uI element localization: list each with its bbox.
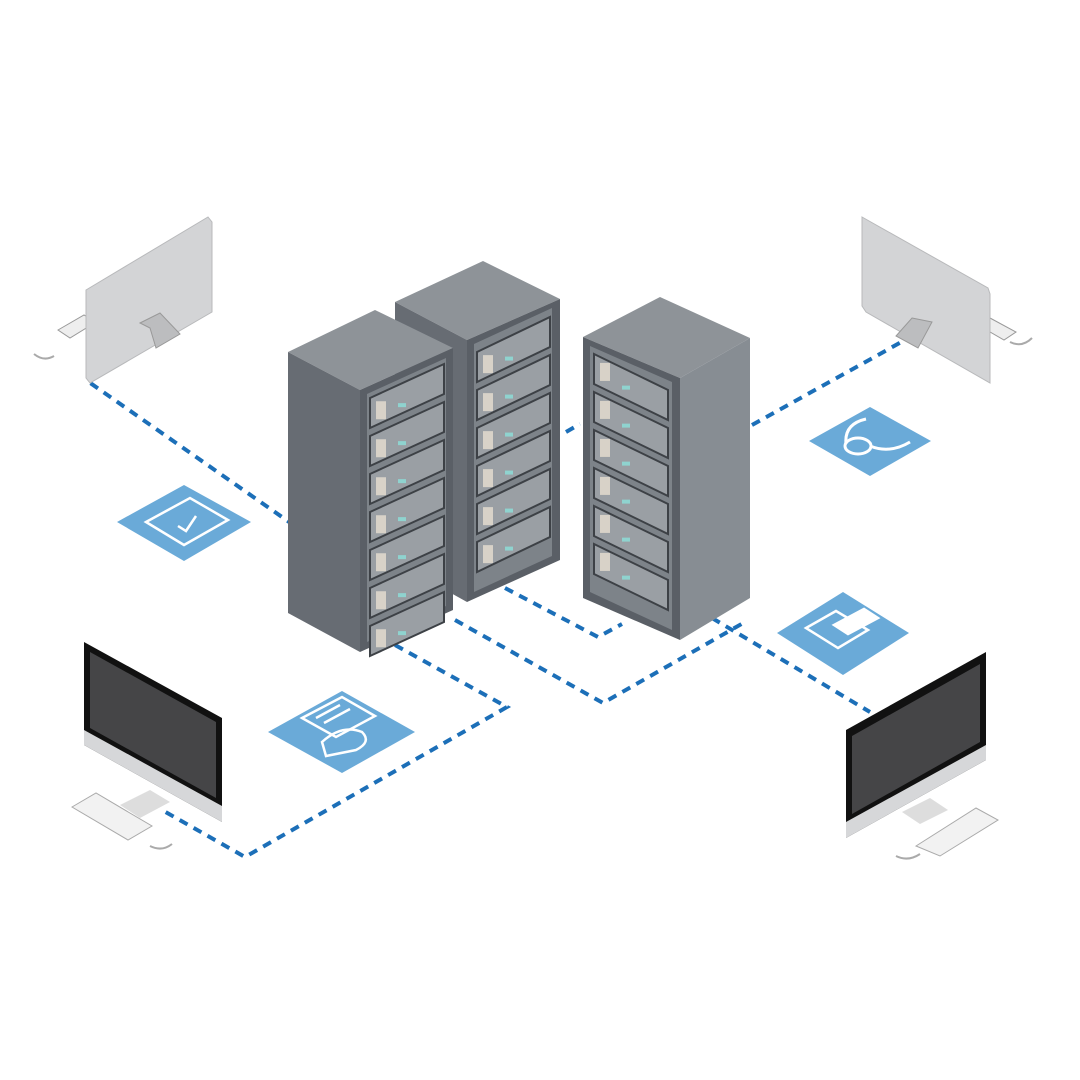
keypad-icon [600,438,610,457]
server-unit [369,476,445,544]
server-unit [593,352,669,422]
status-led [398,631,406,636]
keypad-icon [483,431,493,450]
keypad-icon [600,552,610,571]
status-led [398,593,406,598]
keypad-icon [376,591,386,610]
link-top-right [751,338,906,427]
server-unit [593,428,669,498]
monitor-top-right [861,216,1033,384]
server-unit [593,390,669,460]
keypad-icon [600,476,610,495]
keypad-icon [483,507,493,526]
status-led [505,470,513,475]
keypad-icon [376,401,386,420]
status-led [505,546,513,551]
keypad-icon [483,545,493,564]
status-led [622,575,630,580]
tile-document-hand [268,691,415,773]
link-bottom-left [161,643,512,860]
keypad-icon [600,514,610,533]
server-unit [593,466,669,536]
server-units [369,315,669,658]
server-unit [476,391,551,460]
keypad-icon [376,439,386,458]
server-unit [476,505,551,574]
status-led [622,423,630,428]
status-led [398,479,406,484]
keypad-icon [483,469,493,488]
server-unit [369,362,445,430]
status-led [505,356,513,361]
tile-infinity [809,407,931,476]
infinity-icon [843,417,911,456]
server-unit [369,400,445,468]
keypad-icon [376,477,386,496]
keypad-icon [600,362,610,381]
link-center [454,618,746,706]
server-unit [476,429,551,498]
status-led [398,517,406,522]
server-unit [593,504,669,574]
status-led [398,441,406,446]
status-led [622,385,630,390]
keypad-icon [600,400,610,419]
document-hand-icon [299,695,378,758]
tile-checklist [117,485,251,561]
link-rack2 [504,586,623,640]
server-unit [476,353,551,422]
status-led [622,499,630,504]
keypad-icon [483,355,493,374]
status-led [505,394,513,399]
tile-id-card [777,592,909,675]
server-unit [369,514,445,582]
keypad-icon [376,515,386,534]
link-between-racks [565,422,581,434]
server-unit [369,552,445,620]
server-unit [476,467,551,536]
status-led [398,403,406,408]
server-unit [476,315,551,384]
keypad-icon [376,629,386,648]
status-led [505,508,513,513]
status-led [505,432,513,437]
monitor-bottom-left [71,642,222,850]
server-unit [369,438,445,506]
keypad-icon [376,553,386,572]
server-unit [369,590,445,658]
status-led [398,555,406,560]
keypad-icon [483,393,493,412]
monitor-bottom-right [846,652,999,860]
status-led [622,461,630,466]
checklist-icon [143,496,231,547]
status-led [622,537,630,542]
monitor-top-left [33,216,213,384]
server-unit [593,542,669,612]
id-card-icon [803,607,881,650]
